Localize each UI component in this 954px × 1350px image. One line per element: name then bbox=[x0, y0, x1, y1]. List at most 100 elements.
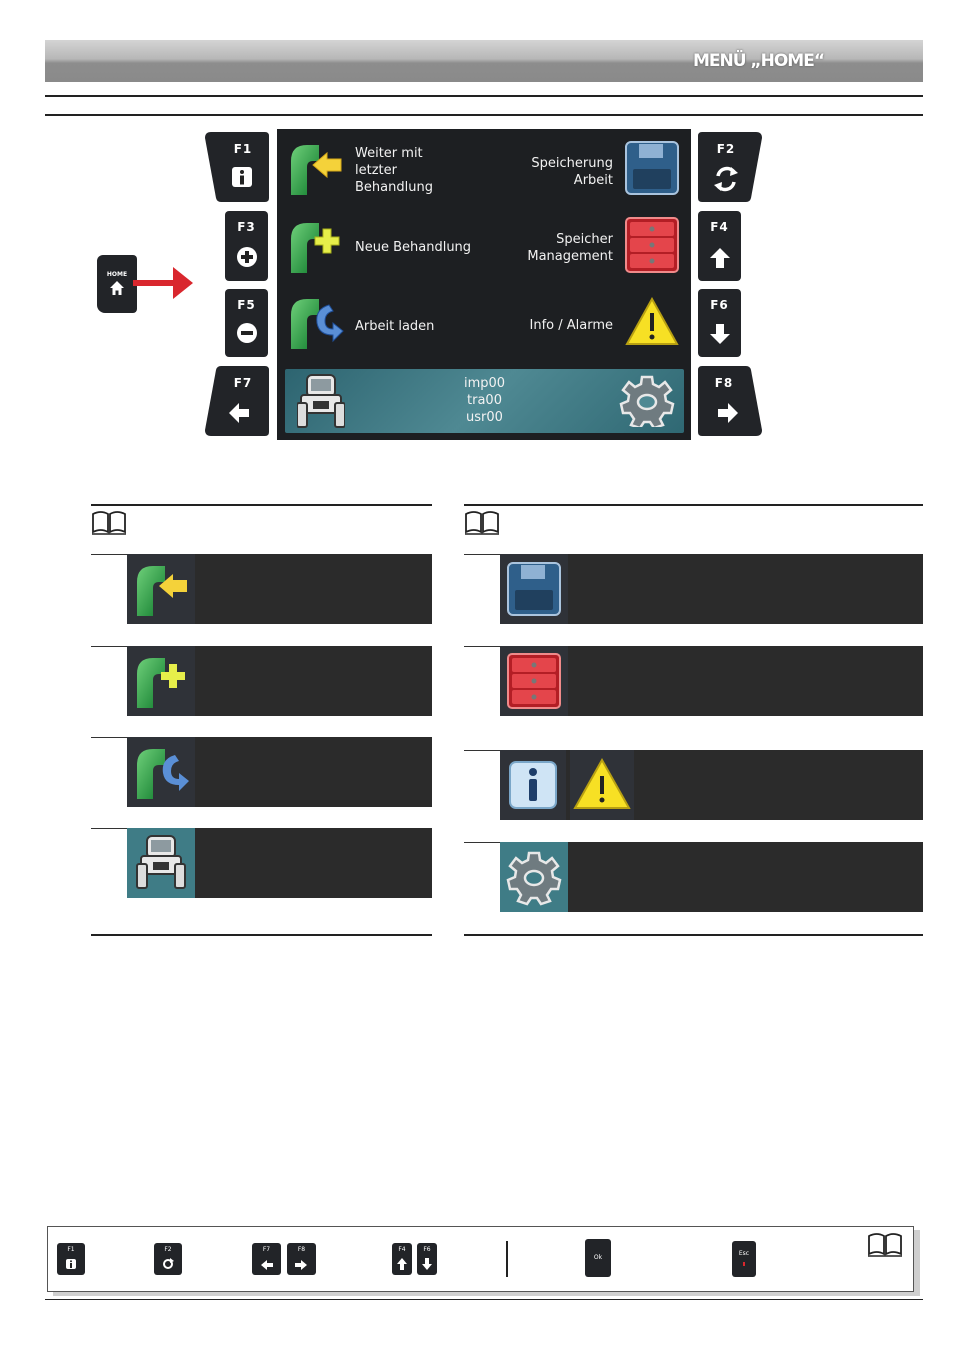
arrow-up-icon bbox=[709, 248, 730, 268]
legend-box bbox=[47, 1226, 914, 1292]
divider bbox=[464, 842, 500, 843]
load-job-label: Arbeit laden bbox=[355, 319, 435, 334]
legend-f8-key: F8 bbox=[287, 1243, 316, 1275]
list-item bbox=[500, 646, 923, 716]
new-treatment-icon[interactable] bbox=[289, 219, 345, 275]
arrow-up-icon bbox=[397, 1258, 407, 1270]
page-title: MENÜ „HOME“ bbox=[692, 51, 825, 71]
plus-circle-icon bbox=[236, 247, 257, 267]
f6-label: F6 bbox=[710, 298, 729, 312]
book-icon bbox=[92, 511, 126, 535]
list-item bbox=[500, 554, 923, 624]
info-alarm-icons bbox=[500, 750, 634, 820]
legend-f2-label: F2 bbox=[164, 1246, 172, 1253]
f7-label: F7 bbox=[234, 376, 253, 390]
divider bbox=[91, 646, 127, 647]
legend-ok-label: Ok bbox=[593, 1254, 603, 1261]
arrow-down-icon bbox=[422, 1258, 432, 1270]
f8-label: F8 bbox=[715, 376, 734, 390]
info-icon bbox=[66, 1259, 76, 1269]
new-treatment-icon bbox=[127, 646, 195, 716]
arrow-left-icon bbox=[229, 403, 249, 423]
book-icon bbox=[868, 1233, 902, 1257]
divider bbox=[91, 828, 127, 829]
divider bbox=[91, 554, 127, 555]
save-disk-icon bbox=[500, 554, 568, 624]
divider bbox=[506, 1241, 508, 1277]
load-job-icon bbox=[127, 737, 195, 807]
arrow-left-icon bbox=[261, 1260, 273, 1270]
f5-key[interactable]: F5 bbox=[225, 289, 268, 357]
f1-label: F1 bbox=[234, 142, 253, 156]
divider bbox=[45, 114, 923, 116]
f5-label: F5 bbox=[237, 298, 256, 312]
info-alarms-label: Info / Alarme bbox=[529, 318, 614, 333]
f8-key[interactable]: F8 bbox=[698, 366, 762, 436]
esc-indicator bbox=[743, 1262, 745, 1266]
continue-label: Weiter mit letzter Behandlung bbox=[355, 146, 433, 195]
gear-icon bbox=[500, 842, 568, 912]
list-item bbox=[500, 842, 923, 912]
save-disk-icon[interactable] bbox=[625, 141, 679, 195]
arrow-right-icon bbox=[718, 403, 738, 423]
gear-icon[interactable] bbox=[619, 375, 675, 427]
arrow-right-icon bbox=[133, 267, 193, 299]
f4-label: F4 bbox=[710, 220, 729, 234]
divider bbox=[91, 504, 432, 506]
status-bar: imp00 tra00 usr00 bbox=[285, 369, 684, 433]
divider bbox=[91, 934, 432, 936]
legend-f7-key: F7 bbox=[252, 1243, 281, 1275]
f2-key[interactable]: F2 bbox=[698, 132, 762, 202]
continue-treatment-icon bbox=[127, 554, 195, 624]
legend-esc-key: Esc bbox=[732, 1241, 756, 1277]
load-job-icon[interactable] bbox=[289, 295, 345, 351]
legend-f8-label: F8 bbox=[297, 1246, 306, 1253]
book-icon bbox=[465, 511, 499, 535]
f6-key[interactable]: F6 bbox=[698, 289, 741, 357]
legend-f1-key: F1 bbox=[57, 1243, 85, 1275]
legend-f2-key: F2 bbox=[154, 1243, 182, 1275]
divider bbox=[464, 934, 923, 936]
new-treatment-label: Neue Behandlung bbox=[355, 240, 472, 255]
house-icon bbox=[110, 281, 124, 295]
divider bbox=[45, 1299, 923, 1300]
arrow-down-icon bbox=[709, 324, 730, 344]
f3-label: F3 bbox=[237, 220, 256, 234]
header-bar bbox=[45, 40, 923, 82]
continue-treatment-icon[interactable] bbox=[289, 141, 345, 197]
home-key-label: HOME bbox=[106, 271, 128, 278]
legend-ok-key: Ok bbox=[585, 1239, 611, 1277]
legend-f7-label: F7 bbox=[262, 1246, 271, 1253]
divider bbox=[91, 737, 127, 738]
home-key[interactable]: HOME bbox=[97, 255, 137, 313]
f3-key[interactable]: F3 bbox=[225, 211, 268, 281]
f1-key[interactable]: F1 bbox=[205, 132, 269, 202]
divider bbox=[464, 646, 500, 647]
storage-cabinet-icon bbox=[500, 646, 568, 716]
memory-management-label: Speicher Management bbox=[527, 232, 613, 264]
f2-label: F2 bbox=[717, 142, 736, 156]
status-line-1: imp00 bbox=[463, 376, 506, 391]
info-icon bbox=[232, 167, 252, 187]
minus-circle-icon bbox=[236, 323, 257, 343]
legend-esc-label: Esc bbox=[738, 1250, 750, 1257]
f4-key[interactable]: F4 bbox=[698, 211, 741, 281]
legend-f4-label: F4 bbox=[398, 1246, 406, 1253]
legend-f4-key: F4 bbox=[392, 1243, 412, 1275]
warning-icon[interactable] bbox=[625, 297, 679, 347]
tractor-icon[interactable] bbox=[297, 373, 345, 429]
legend-f6-key: F6 bbox=[417, 1243, 437, 1275]
status-line-2: tra00 bbox=[467, 393, 502, 408]
legend-f6-label: F6 bbox=[423, 1246, 431, 1253]
divider bbox=[45, 95, 923, 97]
f7-key[interactable]: F7 bbox=[205, 366, 269, 436]
divider bbox=[464, 554, 500, 555]
arrow-right-icon bbox=[295, 1260, 307, 1270]
status-line-3: usr00 bbox=[466, 410, 503, 425]
refresh-icon bbox=[163, 1258, 174, 1269]
divider bbox=[464, 504, 923, 506]
tractor-icon bbox=[127, 828, 195, 898]
divider bbox=[464, 750, 500, 751]
storage-cabinet-icon[interactable] bbox=[625, 217, 679, 273]
save-job-label: Speicherung Arbeit bbox=[531, 156, 613, 188]
